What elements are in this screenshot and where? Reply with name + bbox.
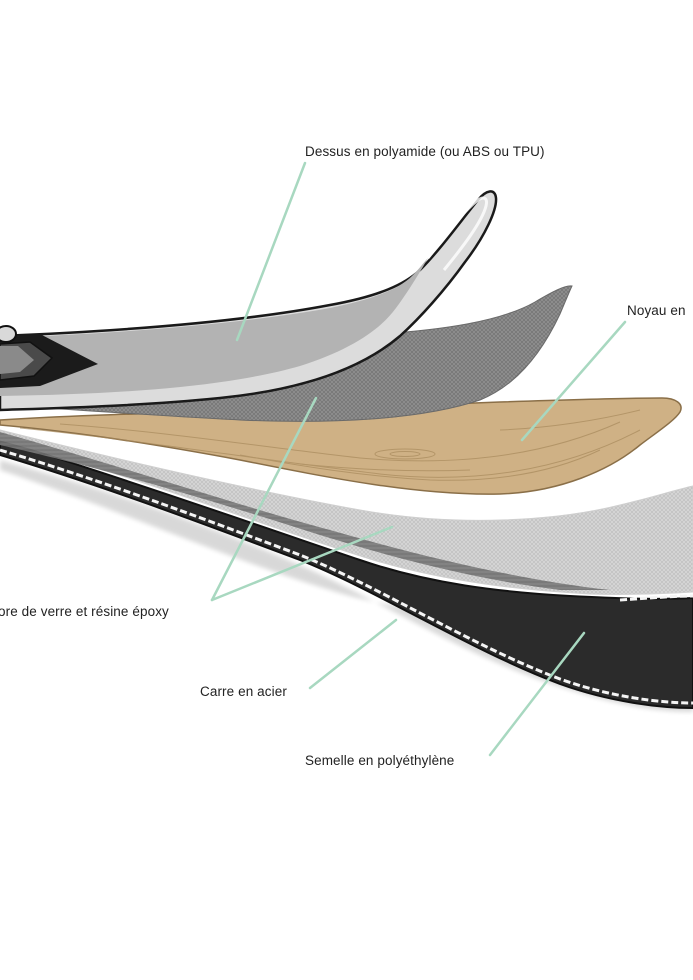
- leader-line-edge: [308, 618, 398, 690]
- lower-mesh: [0, 429, 693, 595]
- lower-fiberglass-layer: [0, 429, 693, 595]
- leader-line-core: [520, 320, 627, 442]
- label-fiberglass: ore de verre et résine époxy: [0, 604, 169, 619]
- label-core: Noyau en: [627, 303, 686, 318]
- steel-edge-tip: [619, 594, 693, 602]
- leader-line-base: [488, 631, 586, 757]
- leader-lines: [210, 161, 627, 757]
- leader-line-fiberglass-b: [210, 525, 394, 602]
- steel-edge: [0, 448, 693, 705]
- top-sheet: [0, 258, 428, 396]
- wood-core-layer: [0, 397, 682, 495]
- wood-grain: [19, 409, 641, 481]
- base-layer: [0, 438, 693, 712]
- tip-loop: [426, 196, 488, 271]
- top-sheet-layer: [0, 190, 498, 412]
- label-top-sheet: Dessus en polyamide (ou ABS ou TPU): [305, 144, 545, 159]
- label-base: Semelle en polyéthylène: [305, 753, 455, 768]
- label-edge: Carre en acier: [200, 684, 287, 699]
- leader-line-fiberglass-a: [210, 396, 318, 602]
- binding-icon: [0, 325, 98, 388]
- leader-line-top-sheet: [235, 161, 307, 342]
